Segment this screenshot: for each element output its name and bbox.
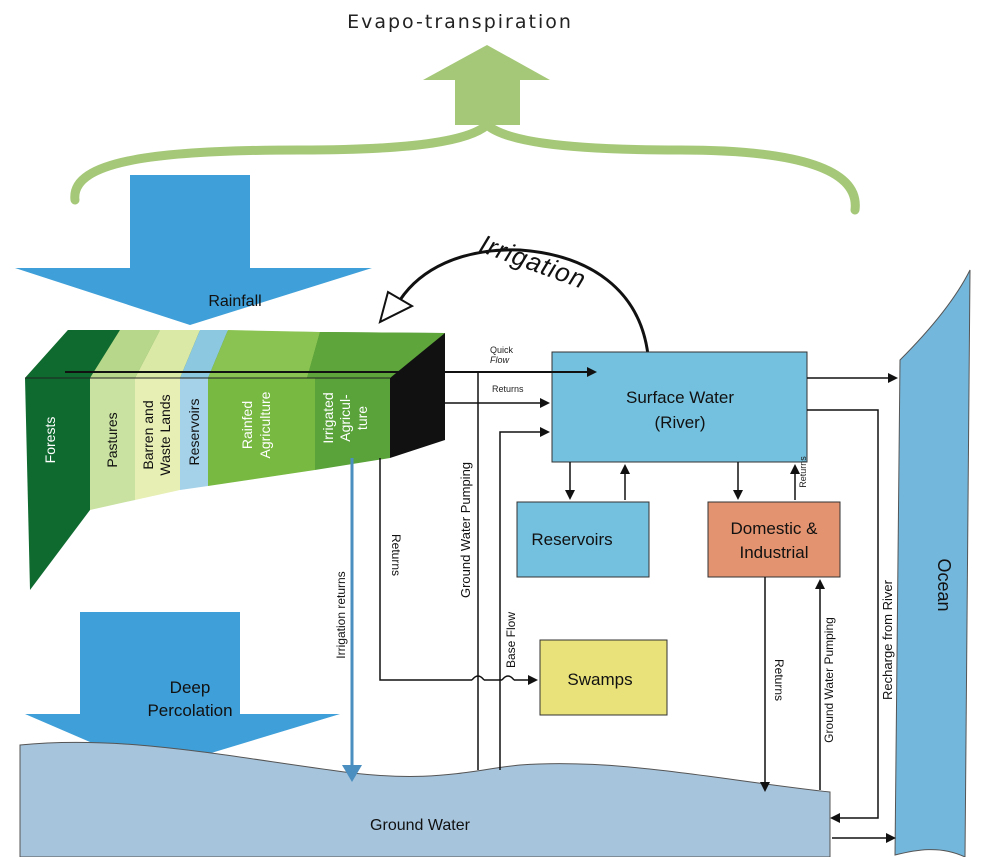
returns-left-label: Returns bbox=[389, 534, 403, 576]
pastures-strip bbox=[90, 378, 135, 510]
forests-strip bbox=[25, 378, 90, 590]
flow-lines bbox=[65, 367, 898, 843]
deep-percolation-label-1: Deep bbox=[170, 678, 211, 697]
ground-water-shape bbox=[19, 741, 831, 857]
domestic-industrial-box bbox=[707, 501, 841, 578]
land-use-forests: Forests bbox=[42, 417, 58, 464]
land-use-rainfed-line2: Agriculture bbox=[257, 391, 273, 458]
base-flow-label: Base Flow bbox=[504, 612, 518, 668]
swamps-label: Swamps bbox=[567, 670, 632, 689]
surface-water-label-2: (River) bbox=[655, 413, 706, 432]
recharge-from-river-label: Recharge from River bbox=[880, 579, 895, 700]
evapotranspiration-arrow bbox=[70, 45, 860, 215]
domestic-label-1: Domestic & bbox=[731, 519, 819, 538]
land-use-rainfed-line1: Rainfed bbox=[239, 401, 255, 449]
returns-domestic-down-label: Returns bbox=[772, 659, 786, 701]
deep-percolation-label-2: Percolation bbox=[147, 701, 232, 720]
ground-water-pumping-left-label: Ground Water Pumping bbox=[458, 462, 473, 598]
barren-strip bbox=[135, 378, 180, 500]
rainfed-strip bbox=[208, 378, 315, 486]
diagram-title: Evapo-transpiration bbox=[347, 11, 573, 33]
surface-water-label-1: Surface Water bbox=[626, 388, 734, 407]
quick-flow-label-1: Quick bbox=[490, 345, 514, 355]
land-use-barren-line2: Waste Lands bbox=[157, 394, 173, 475]
irrigation-returns-label: Irrigation returns bbox=[334, 571, 348, 658]
irrigation-arrow bbox=[378, 248, 650, 356]
ocean-label: Ocean bbox=[934, 558, 954, 611]
land-use-pastures: Pastures bbox=[104, 412, 120, 467]
reservoirs-box bbox=[516, 501, 650, 578]
land-use-irrigated-line2: Agricul- bbox=[337, 394, 353, 442]
domestic-label-2: Industrial bbox=[740, 543, 809, 562]
land-use-irrigated-line3: ture bbox=[354, 406, 370, 430]
land-use-slab bbox=[25, 330, 445, 590]
irrigation-label: Irrigation bbox=[476, 228, 591, 294]
returns-top-label: Returns bbox=[492, 384, 524, 394]
irrigated-strip bbox=[315, 378, 390, 470]
rainfall-label: Rainfall bbox=[208, 293, 261, 310]
returns-domestic-up-label: Returns bbox=[798, 456, 808, 488]
reservoirs-strip bbox=[180, 378, 208, 490]
ground-water-pumping-right-label: Ground Water Pumping bbox=[822, 617, 836, 743]
swamps-box bbox=[539, 639, 668, 716]
surface-water-box bbox=[551, 351, 808, 463]
rainfall-arrow bbox=[15, 175, 372, 325]
deep-percolation-arrow bbox=[25, 612, 340, 770]
ground-water-label: Ground Water bbox=[370, 817, 471, 834]
ocean-shape bbox=[894, 269, 971, 857]
quick-flow-label-2: Flow bbox=[490, 355, 510, 365]
land-use-irrigated-line1: Irrigated bbox=[320, 392, 336, 443]
land-use-barren-line1: Barren and bbox=[140, 400, 156, 469]
reservoirs-label: Reservoirs bbox=[531, 530, 612, 549]
land-use-reservoirs: Reservoirs bbox=[186, 399, 202, 466]
